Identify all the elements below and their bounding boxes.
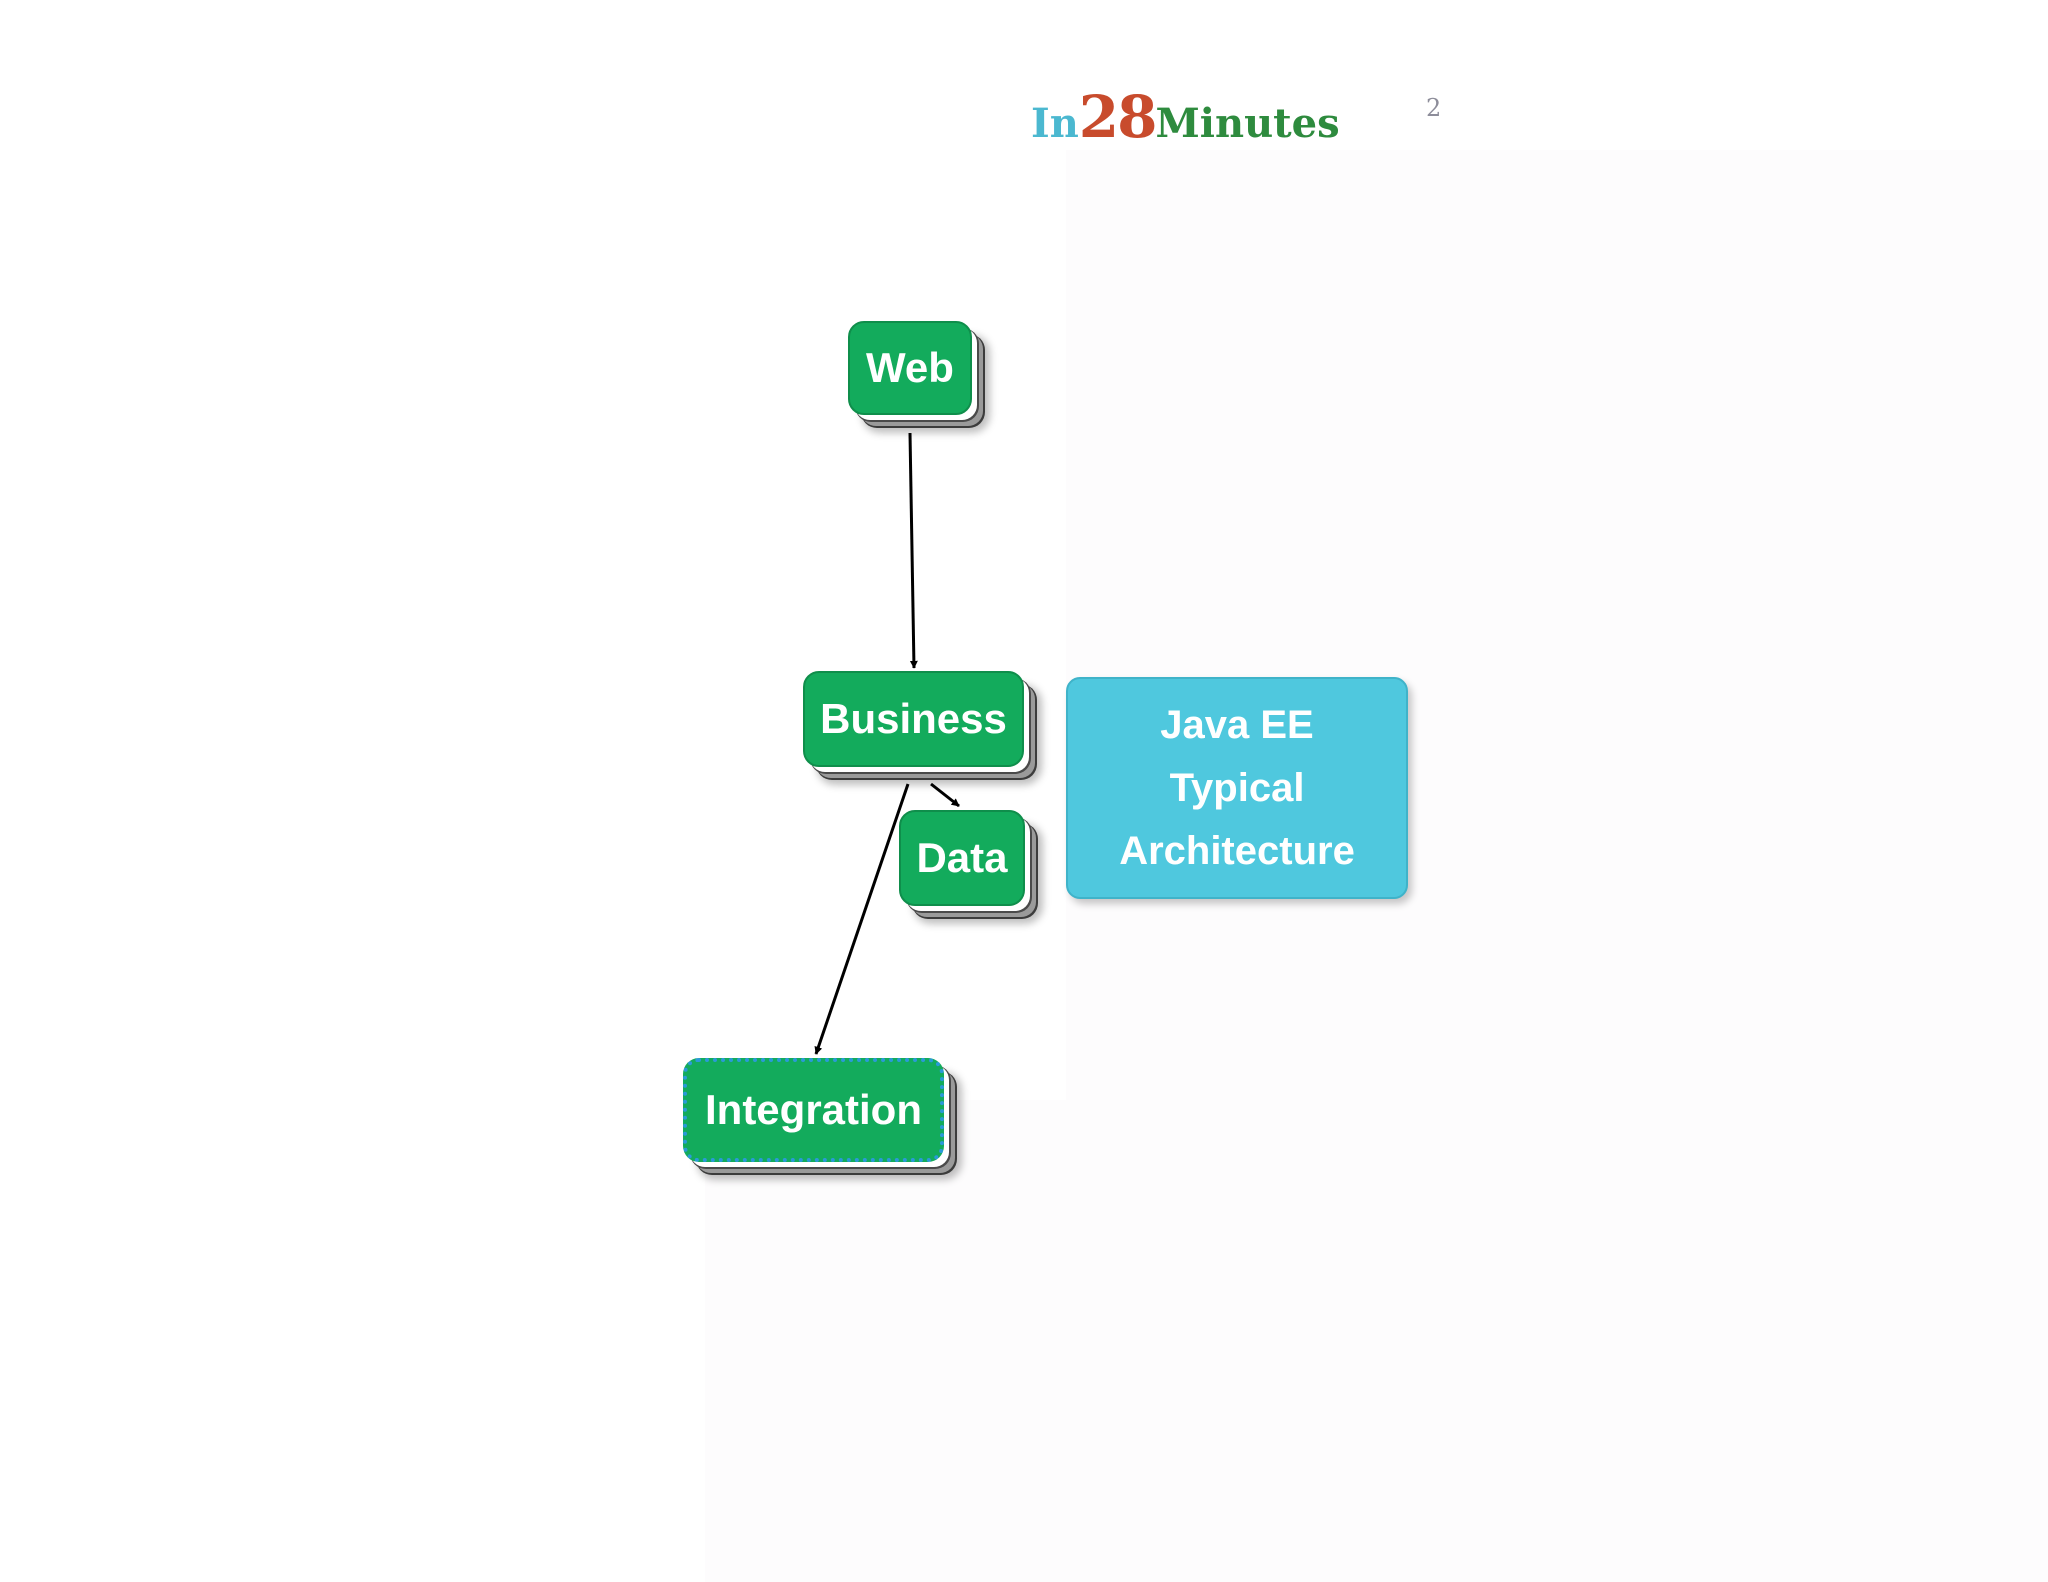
integration-layer-node: Integration bbox=[683, 1058, 944, 1162]
page-background-panel bbox=[705, 1100, 2048, 1582]
page-number: 2 bbox=[1426, 94, 1442, 122]
web-layer-label: Web bbox=[866, 344, 954, 391]
in28minutes-logo: In28Minutes bbox=[1031, 88, 1340, 148]
page-background-panel bbox=[1066, 150, 2048, 1110]
edge-business-data bbox=[930, 782, 960, 808]
edge-web-business bbox=[908, 432, 918, 669]
note-line: Typical bbox=[1169, 765, 1305, 810]
logo-part-minutes: Minutes bbox=[1155, 100, 1340, 147]
architecture-note: Java EE Typical Architecture bbox=[1066, 677, 1408, 899]
note-line: Java EE bbox=[1160, 702, 1314, 747]
logo-part-number: 28 bbox=[1078, 83, 1158, 151]
data-layer-label: Data bbox=[916, 834, 1008, 881]
web-layer-node: Web bbox=[848, 321, 972, 415]
note-line: Architecture bbox=[1119, 828, 1355, 873]
data-layer-node: Data bbox=[899, 810, 1025, 906]
business-layer-label: Business bbox=[820, 695, 1007, 742]
logo-part-in: In bbox=[1031, 100, 1079, 147]
integration-layer-label: Integration bbox=[705, 1086, 922, 1133]
edge-business-integration bbox=[814, 783, 910, 1055]
business-layer-node: Business bbox=[803, 671, 1024, 767]
